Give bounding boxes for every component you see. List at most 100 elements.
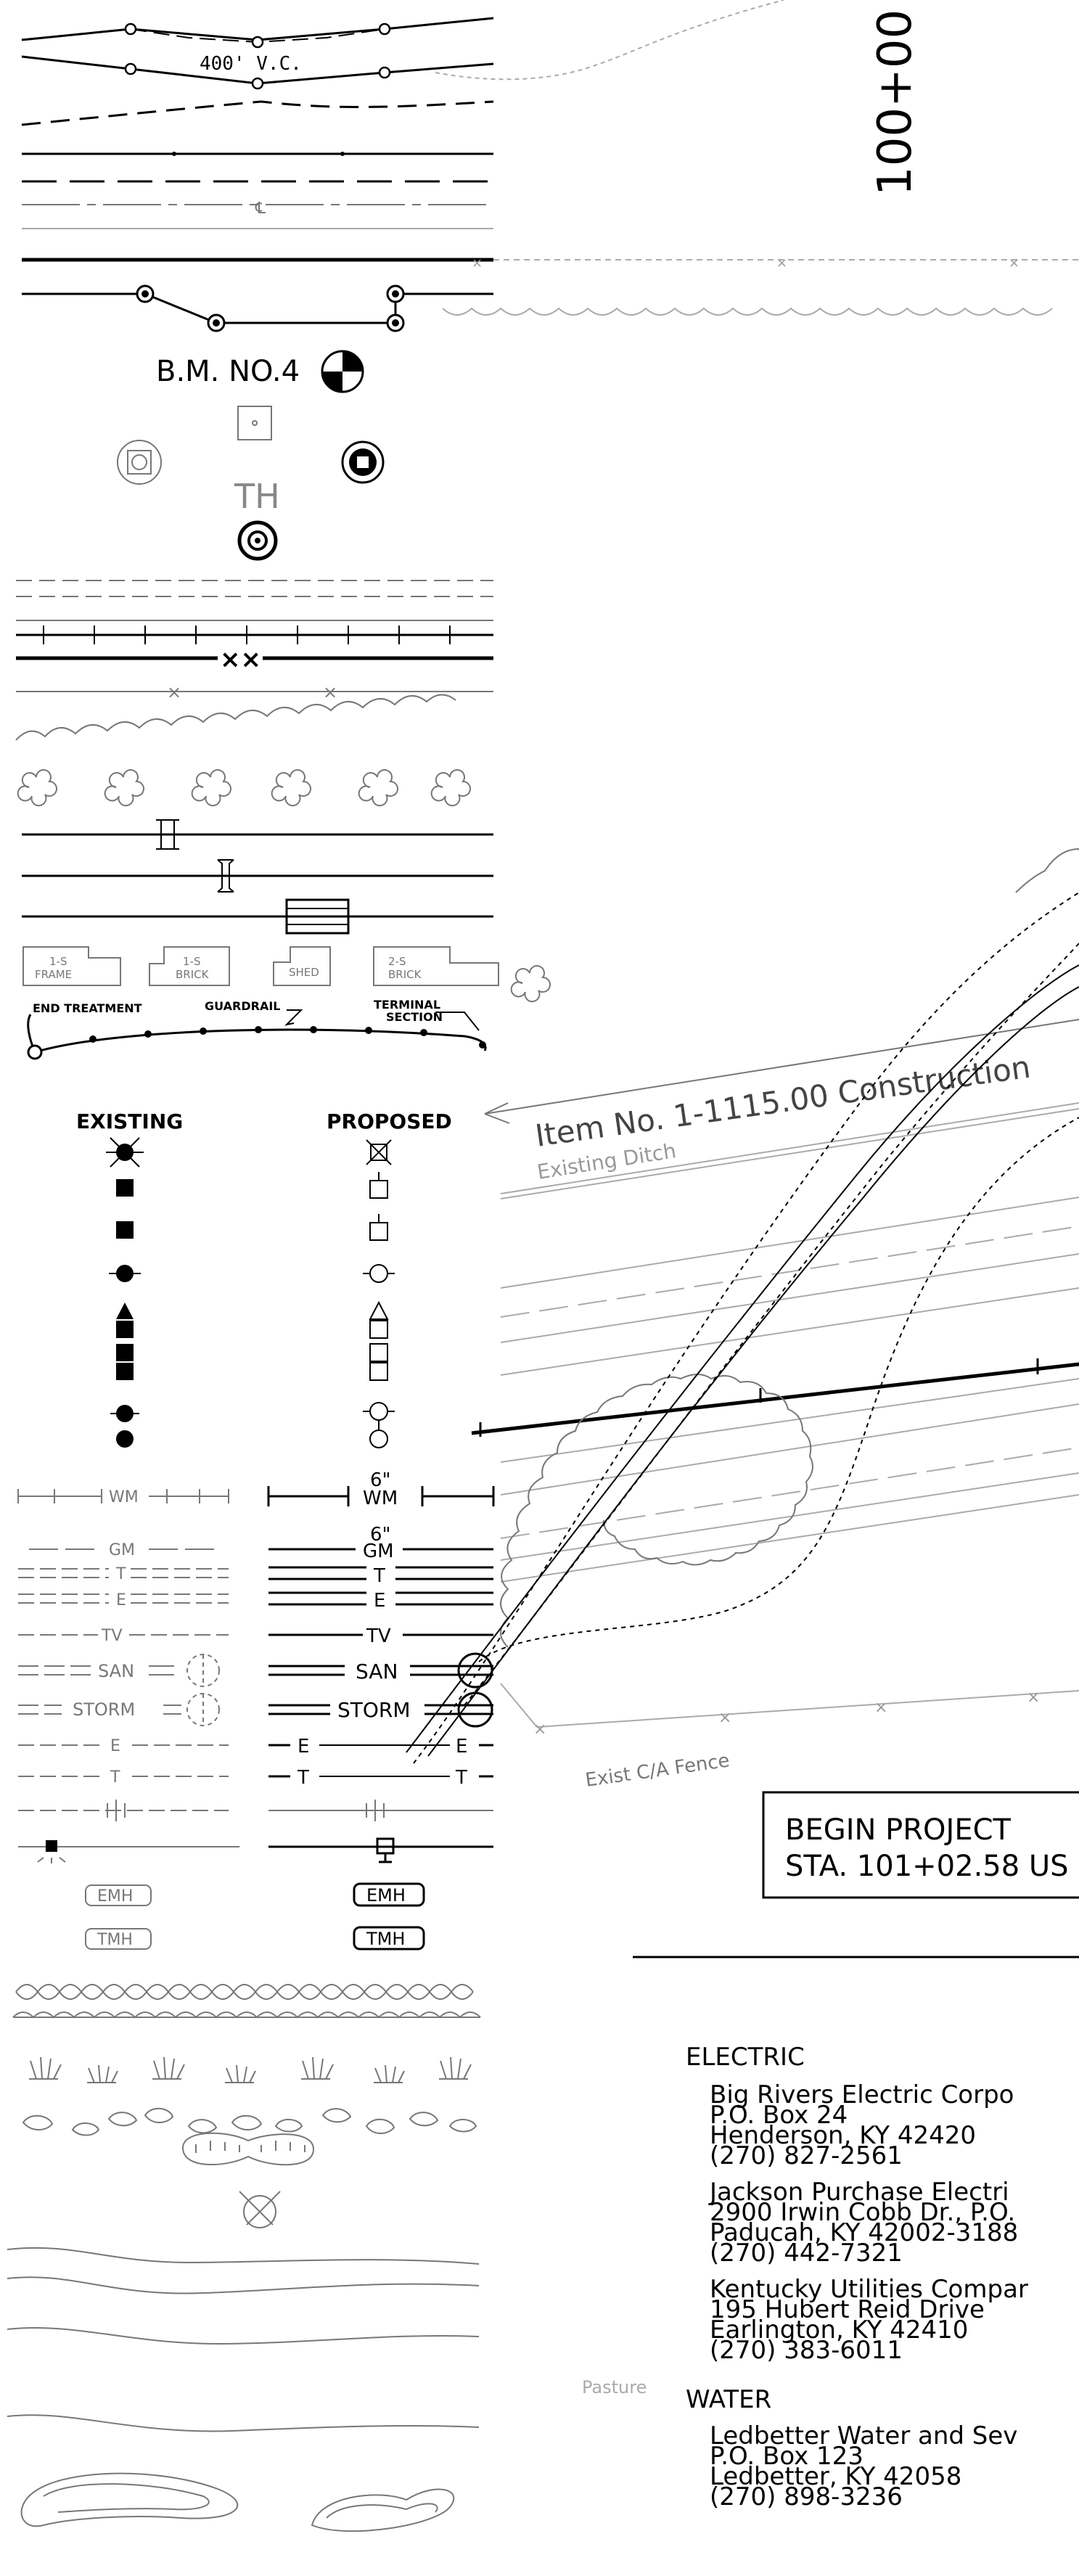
svg-text:Earlington, KY 42410: Earlington, KY 42410 — [710, 2315, 968, 2345]
test-hole-icon — [237, 520, 278, 561]
svg-text:1-S: 1-S — [49, 955, 67, 968]
stream-symbols — [7, 2247, 480, 2532]
traverse-line — [22, 284, 493, 332]
svg-text:×: × — [776, 255, 787, 271]
svg-text:P.O. Box 24: P.O. Box 24 — [710, 2101, 848, 2130]
svg-text:Big Rivers Electric Corpo: Big Rivers Electric Corpo — [710, 2080, 1014, 2109]
test-hole: TH — [234, 477, 280, 561]
tree-mass — [500, 1374, 813, 1648]
existing-tmh-icon — [85, 1928, 152, 1950]
electric-contact-1: Big Rivers Electric Corpo P.O. Box 24 He… — [710, 2080, 1014, 2170]
utility-lines: WM 6" WM GM 6" GM T — [17, 1469, 495, 1951]
water-contact-1: Ledbetter Water and Sev P.O. Box 123 Led… — [710, 2421, 1017, 2511]
existing-fence: ×× ×× Exist C/A Fence — [500, 1683, 1079, 1792]
existing-header: EXISTING — [76, 1109, 183, 1133]
culvert-symbols — [22, 819, 493, 935]
test-hole-label: TH — [234, 477, 280, 516]
slope-limits — [406, 892, 1079, 1764]
svg-text:Ledbetter Water and Sev: Ledbetter Water and Sev — [710, 2421, 1017, 2450]
svg-text:×: × — [718, 1709, 731, 1727]
roadway — [471, 1197, 1079, 1583]
dashed-profile-line — [21, 100, 494, 126]
svg-text:E: E — [110, 1737, 120, 1755]
svg-text:×: × — [167, 682, 181, 702]
existing-light-pole-icon — [106, 1137, 144, 1168]
witness-post-icon — [117, 440, 162, 485]
existing-symbols — [106, 1137, 144, 1448]
svg-text:GM: GM — [109, 1541, 135, 1559]
svg-text:×: × — [323, 682, 337, 702]
benchmark-label: B.M. NO.4 — [156, 355, 300, 388]
water-main-line: WM 6" WM — [17, 1469, 495, 1509]
svg-text:T: T — [110, 1768, 120, 1787]
existing-signal-icon — [116, 1303, 134, 1338]
existing-pole-icon — [116, 1179, 134, 1197]
proposed-hydrant-icon — [363, 1402, 395, 1448]
svg-text:TMH: TMH — [97, 1931, 133, 1949]
pasture-label: Pasture — [582, 2377, 647, 2397]
iron-pin-icon — [341, 440, 385, 484]
svg-text:BRICK: BRICK — [388, 968, 422, 981]
svg-text:TERMINAL: TERMINAL — [374, 998, 440, 1012]
storm-line: STORM STORM — [18, 1691, 493, 1728]
svg-text:××: ×× — [220, 645, 261, 674]
svg-text:Ledbetter, KY 42058: Ledbetter, KY 42058 — [710, 2462, 961, 2491]
proposed-signal-icon — [369, 1300, 389, 1339]
electric-line: E E — [18, 1590, 493, 1612]
svg-text:TV: TV — [101, 1627, 123, 1645]
svg-text:E: E — [456, 1736, 467, 1757]
marsh-symbols — [29, 2056, 472, 2083]
monument-icon — [237, 406, 272, 440]
building-frame: 1-S FRAME — [22, 946, 121, 986]
row-lines — [16, 580, 493, 644]
svg-text:WM: WM — [109, 1488, 139, 1506]
plan-view: ××× Item No. 1-1115.00 Construction Exis… — [406, 0, 1079, 2511]
svg-text:SAN: SAN — [356, 1660, 398, 1683]
svg-text:×: × — [533, 1720, 546, 1739]
svg-text:2900 Irwin Cobb Dr., P.O.: 2900 Irwin Cobb Dr., P.O. — [710, 2198, 1015, 2227]
building-shed: SHED — [273, 946, 331, 986]
centerline — [471, 1362, 1079, 1435]
svg-text:×: × — [1009, 255, 1019, 271]
proposed-symbols — [363, 1139, 395, 1448]
telephone-line: T T — [18, 1565, 493, 1587]
svg-text:Paducah, KY 42002-3188: Paducah, KY 42002-3188 — [710, 2218, 1018, 2247]
proposed-valve-icon — [363, 1264, 395, 1283]
svg-text:BRICK: BRICK — [176, 968, 210, 981]
shrubs — [17, 769, 551, 1003]
sanitary-line: SAN SAN — [18, 1652, 493, 1689]
svg-text:Jackson Purchase Electri: Jackson Purchase Electri — [708, 2178, 1009, 2207]
svg-text:T: T — [455, 1767, 467, 1789]
building-brick-2s: 2-S BRICK — [373, 946, 499, 986]
electric-contact-3: Kentucky Utilities Compar 195 Hubert Rei… — [710, 2275, 1028, 2365]
fence-label: Exist C/A Fence — [584, 1750, 731, 1792]
existing-hydrant-icon — [110, 1405, 139, 1448]
electric-header: ELECTRIC — [686, 2043, 805, 2072]
legend-panel: 400' V.C. ℄ B.M. NO.4 — [7, 17, 551, 2532]
street-light-line — [18, 1837, 493, 1863]
proposed-emh-icon — [353, 1882, 425, 1907]
gas-main-line: GM 6" GM — [29, 1524, 493, 1562]
svg-text:END TREATMENT: END TREATMENT — [33, 1001, 142, 1015]
utility-contacts: ELECTRIC Big Rivers Electric Corpo P.O. … — [582, 2043, 1028, 2511]
svg-text:GM: GM — [363, 1541, 394, 1562]
overhead-telephone-line: T T T — [18, 1767, 493, 1789]
manholes: EMH EMH TMH TMH — [85, 1882, 425, 1951]
existing-box-icon — [116, 1344, 134, 1380]
svg-text:STORM: STORM — [73, 1699, 135, 1720]
existing-valve-icon — [109, 1265, 141, 1282]
pipe-line — [18, 1800, 493, 1821]
svg-text:6": 6" — [370, 1524, 391, 1546]
station-label: 100+00 — [869, 9, 922, 196]
building-brick-1s: 1-S BRICK — [149, 946, 230, 986]
svg-text:E: E — [116, 1591, 126, 1609]
svg-text:T: T — [115, 1565, 126, 1583]
proposed-pole-icon — [369, 1172, 388, 1199]
svg-text:EMH: EMH — [366, 1885, 406, 1906]
svg-text:STORM: STORM — [337, 1698, 411, 1722]
building-symbols: 1-S FRAME 1-S BRICK SHED 2-S BRICK — [22, 946, 499, 986]
proposed-box-icon — [369, 1343, 388, 1381]
tree-line — [15, 694, 456, 741]
svg-text:E: E — [374, 1590, 385, 1612]
svg-text:(270) 898-3236: (270) 898-3236 — [710, 2482, 903, 2511]
